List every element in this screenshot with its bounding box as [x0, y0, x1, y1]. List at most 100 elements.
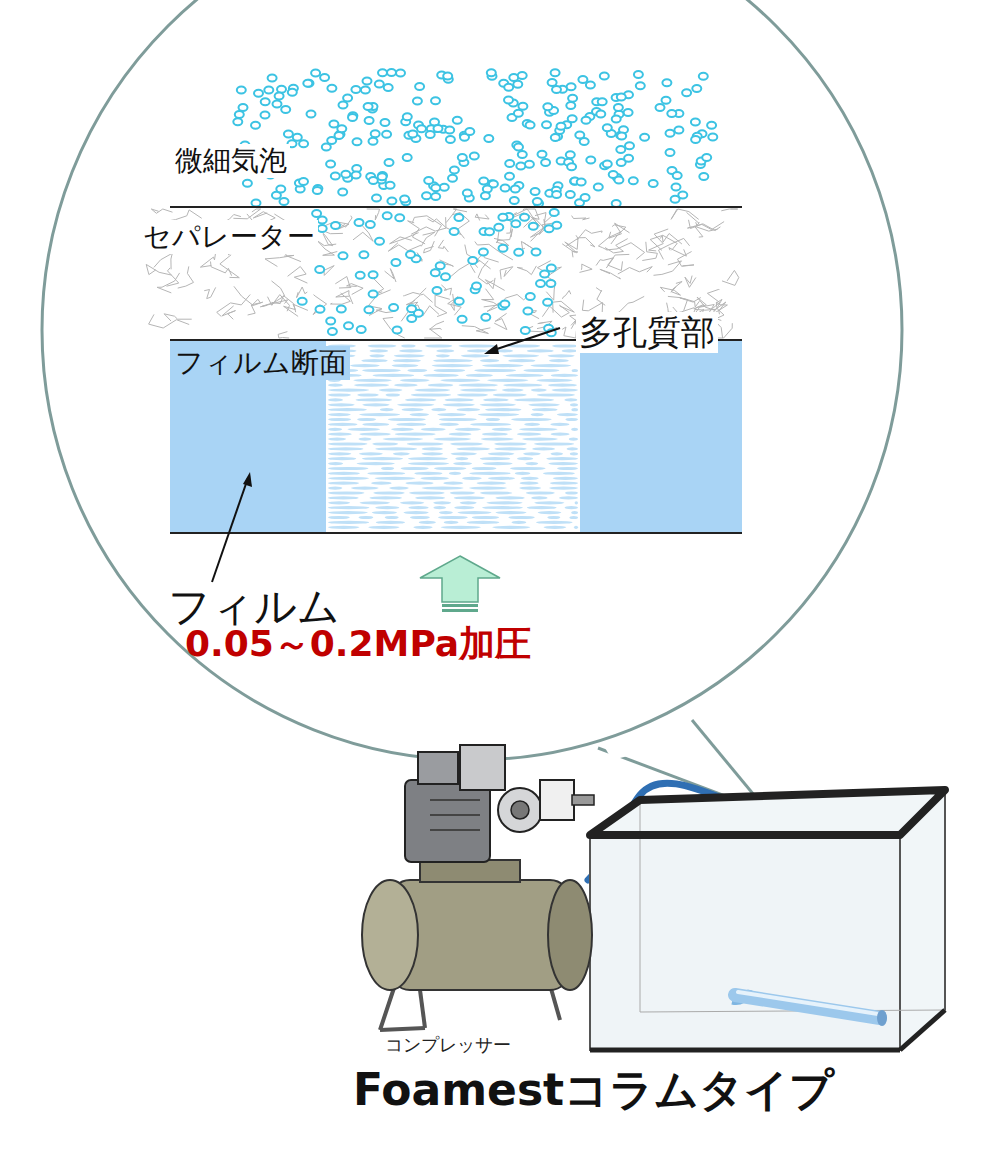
pore — [434, 467, 466, 470]
bubble — [566, 102, 575, 109]
bubble — [303, 80, 312, 87]
pore — [348, 428, 381, 431]
pore — [359, 438, 372, 441]
bubble — [557, 123, 566, 130]
pore — [328, 393, 351, 396]
bubble — [540, 270, 549, 277]
bubble — [387, 197, 396, 204]
pore — [502, 389, 524, 392]
fiber — [572, 216, 590, 220]
bubble — [470, 153, 479, 160]
pore — [538, 511, 562, 514]
pore — [532, 447, 555, 450]
fiber — [288, 267, 308, 284]
pore — [399, 349, 423, 352]
bubble — [375, 238, 384, 245]
bubble — [424, 177, 433, 184]
bubble — [598, 98, 607, 105]
pore — [469, 472, 510, 475]
pore — [543, 472, 575, 475]
fiber — [146, 264, 171, 275]
bubble — [566, 191, 575, 198]
bubble — [311, 69, 320, 76]
pore — [483, 462, 513, 465]
bubble — [603, 161, 612, 168]
pore — [386, 393, 401, 396]
pore — [482, 433, 508, 436]
pore — [328, 526, 359, 529]
bubble — [433, 287, 442, 294]
pore — [503, 354, 540, 357]
pore — [525, 462, 538, 465]
part-label: コンプレッサー — [382, 1034, 514, 1057]
bubble — [243, 180, 252, 187]
pore — [401, 344, 416, 347]
bubble — [498, 214, 507, 221]
bubble — [458, 154, 467, 161]
label-text: フィルム断面 — [172, 346, 350, 380]
pore — [514, 398, 554, 401]
bubble — [431, 269, 440, 276]
pore — [356, 398, 392, 401]
pore — [467, 521, 500, 524]
bubble — [396, 70, 405, 77]
pore — [394, 354, 425, 357]
pressure-label: 0.05～0.2MPa加圧 — [182, 622, 534, 665]
bubble — [387, 69, 396, 76]
bubble — [465, 128, 474, 135]
bubble — [603, 124, 612, 131]
pore — [485, 408, 521, 411]
bubble — [526, 293, 535, 300]
pore — [432, 364, 473, 367]
bubble — [612, 116, 621, 123]
pore — [413, 526, 432, 529]
pore — [433, 506, 446, 509]
separator-bubbles — [298, 209, 562, 336]
pore — [457, 393, 488, 396]
pore — [375, 477, 416, 480]
pore — [508, 359, 535, 362]
pore — [531, 389, 547, 392]
label-text: セパレーター — [140, 220, 318, 254]
pore — [519, 487, 541, 490]
pore — [506, 374, 544, 377]
fiber — [388, 243, 421, 252]
pore — [328, 521, 369, 524]
bubble — [529, 223, 538, 230]
bubble — [542, 121, 551, 128]
pore — [549, 359, 569, 362]
bubble — [521, 327, 530, 334]
bubble — [532, 248, 541, 255]
pore — [493, 393, 527, 396]
bubble — [268, 74, 277, 81]
fiber — [688, 222, 725, 230]
bubble — [614, 176, 623, 183]
fiber — [618, 267, 652, 274]
bubble — [667, 110, 676, 117]
pore — [565, 491, 578, 494]
pore — [550, 423, 569, 426]
pore — [402, 408, 424, 411]
pore — [375, 506, 399, 509]
bubble — [566, 151, 575, 158]
fiber — [500, 267, 513, 280]
fiber — [582, 300, 602, 313]
bubble — [453, 117, 462, 124]
bubble — [281, 106, 290, 113]
pore — [483, 398, 508, 401]
fiber — [542, 305, 569, 317]
pore — [565, 506, 578, 509]
bubble — [415, 83, 424, 90]
bubble — [575, 131, 584, 138]
pore — [569, 516, 578, 519]
fiber — [217, 295, 251, 317]
bubble — [284, 131, 293, 138]
pore — [460, 389, 497, 392]
pore — [517, 433, 541, 436]
bubble — [369, 271, 378, 278]
bubble — [338, 188, 347, 195]
pore — [368, 344, 397, 347]
bubble — [344, 322, 353, 329]
bubble — [682, 89, 691, 96]
